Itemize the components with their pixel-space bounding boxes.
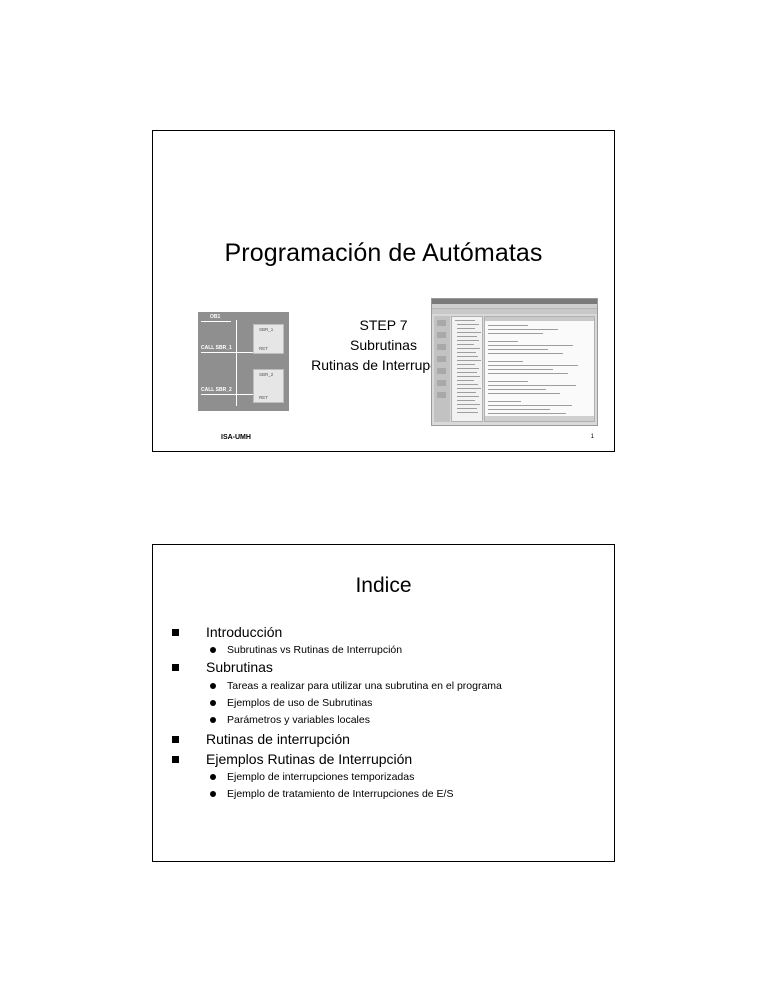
list-item: Rutinas de interrupción (172, 731, 350, 747)
screenshot-titlebar (432, 299, 597, 304)
slide-1: Programación de Autómatas STEP 7 Subruti… (152, 130, 615, 452)
sbr2-box: SBR_2 RET (253, 369, 284, 403)
screenshot-menubar (432, 304, 597, 309)
list-item: Introducción (171, 624, 283, 640)
ladder-diagram-image: OB1 CALL SBR_1 SBR_1 RET CALL SBR_2 SBR_… (198, 312, 289, 411)
ladder-line (201, 352, 253, 353)
slide-2: Indice Introducción Subrutinas vs Rutina… (152, 544, 615, 862)
screenshot-toolbar (432, 309, 597, 314)
list-subitem: Tareas a realizar para utilizar una subr… (210, 680, 502, 692)
list-item: Ejemplos Rutinas de Interrupción (171, 751, 413, 767)
slide-title: Programación de Autómatas (224, 239, 543, 267)
sbr2-ret: RET (259, 395, 268, 400)
slide-title: Indice (355, 574, 412, 597)
subtitle-line-2: Subrutinas (350, 337, 417, 353)
footer-org: ISA-UMH (221, 434, 251, 441)
screenshot-tree (451, 316, 483, 422)
ladder-line (201, 321, 231, 322)
list-subitem: Ejemplo de tratamiento de Interrupciones… (209, 788, 454, 800)
subtitle-line-3: Rutinas de Interrupción (311, 357, 456, 373)
ladder-call-2: CALL SBR_2 (201, 387, 232, 393)
sbr2-title: SBR_2 (259, 372, 274, 377)
subtitle-line-1: STEP 7 (359, 317, 408, 333)
list-subitem: Subrutinas vs Rutinas de Interrupción (209, 644, 403, 656)
screenshot-editor (484, 316, 595, 422)
list-subitem: Ejemplo de interrupciones temporizadas (209, 771, 415, 783)
step7-screenshot-image (431, 298, 598, 426)
ladder-rung-label: OB1 (210, 314, 221, 320)
list-subitem: Parámetros y variables locales (210, 714, 370, 726)
page-number: 1 (590, 434, 594, 440)
screenshot-navbar (434, 316, 450, 422)
ladder-rail (236, 320, 237, 406)
sbr1-ret: RET (259, 346, 268, 351)
ladder-line (201, 394, 253, 395)
ladder-call-1: CALL SBR_1 (201, 345, 232, 351)
list-item: Subrutinas (172, 659, 273, 675)
sbr1-box: SBR_1 RET (253, 324, 284, 354)
sbr1-title: SBR_1 (259, 327, 274, 332)
list-subitem: Ejemplos de uso de Subrutinas (209, 697, 373, 709)
